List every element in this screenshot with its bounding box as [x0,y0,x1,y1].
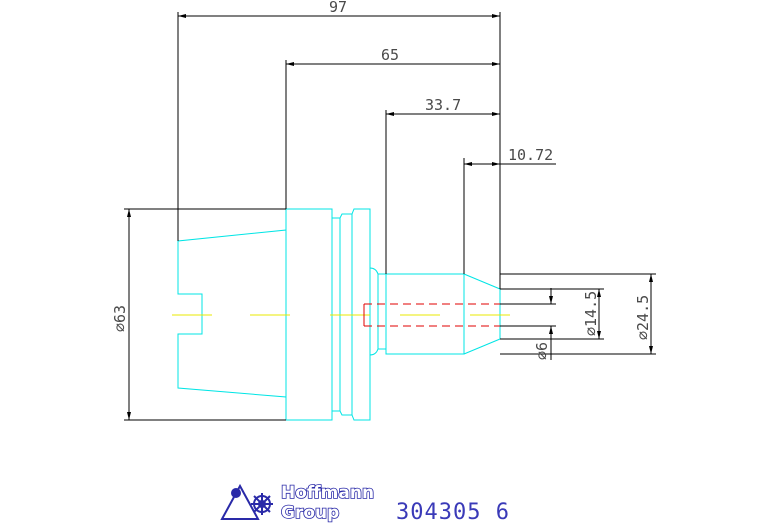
dim-overall-length: 97 [329,0,347,16]
logo-text-line1: Hoffmann [281,483,374,503]
dim-collar-diameter: ⌀14.5 [582,291,600,336]
neck-lower [369,348,386,356]
flange-upper-profile [177,209,287,420]
dimension-lines [177,12,556,289]
hidden-bore [363,303,500,327]
main-body [285,208,333,421]
dim-tip-length: 10.72 [508,146,553,164]
hoffmann-logo: Hoffmann Group [220,482,375,523]
flange-dimension [124,208,286,421]
neck-upper [369,267,386,275]
logo-text-line2: Group [281,503,339,523]
shank [385,273,465,355]
cone-tip [463,273,501,355]
right-dimensions [500,273,656,360]
dimension-arrows [178,14,500,166]
dim-shank-length: 33.7 [425,96,461,114]
dim-flange-diameter: ⌀63 [111,305,129,332]
dim-shank-diameter: ⌀24.5 [634,295,652,340]
dim-body-length: 65 [381,46,399,64]
part-number: 304305 6 [396,500,510,523]
dim-bore-diameter: ⌀6 [533,342,551,360]
logo-mark-icon [220,483,273,520]
